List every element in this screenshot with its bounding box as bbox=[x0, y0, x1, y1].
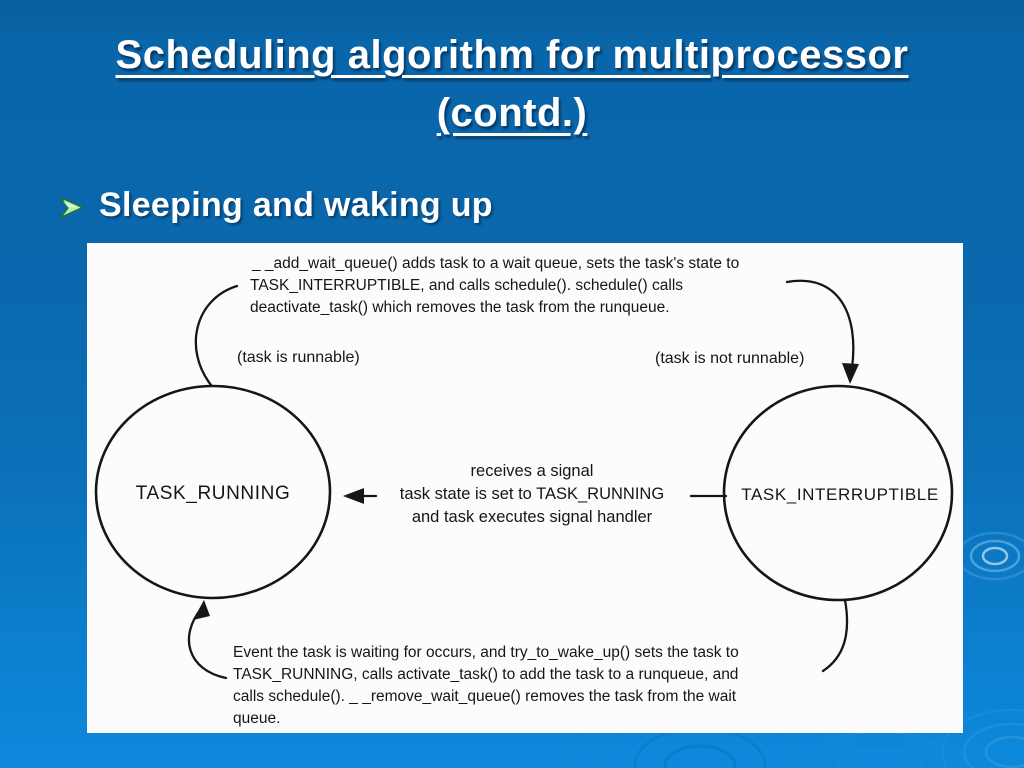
note-line: TASK_INTERRUPTIBLE, and calls schedule()… bbox=[250, 277, 683, 294]
bullet-text: Sleeping and waking up bbox=[99, 186, 493, 224]
runnable-condition-label: (task is runnable) bbox=[237, 349, 360, 366]
task-running-label: TASK_RUNNING bbox=[136, 483, 291, 504]
slide-title: Scheduling algorithm for multiprocessor … bbox=[0, 26, 1024, 142]
arrowhead-up-icon bbox=[193, 600, 210, 620]
state-diagram-figure: _ _add_wait_queue() adds task to a wait … bbox=[87, 243, 963, 733]
arrowhead-down-icon bbox=[842, 363, 859, 384]
edge-interruptible-to-wakenote bbox=[821, 598, 849, 673]
edge-running-to-note bbox=[194, 284, 239, 387]
note-line: TASK_RUNNING, calls activate_task() to a… bbox=[233, 666, 738, 683]
note-line: _ _add_wait_queue() adds task to a wait … bbox=[251, 255, 739, 272]
task-interruptible-label: TASK_INTERRUPTIBLE bbox=[741, 485, 939, 504]
wakeup-transition-note: Event the task is waiting for occurs, an… bbox=[233, 644, 739, 727]
signal-transition-note: receives a signal task state is set to T… bbox=[400, 462, 664, 526]
state-diagram-svg: _ _add_wait_queue() adds task to a wait … bbox=[94, 255, 954, 727]
title-line-2: (contd.) bbox=[436, 91, 588, 135]
note-line: receives a signal bbox=[471, 462, 594, 480]
state-circle-task-interruptible bbox=[722, 384, 954, 602]
arrowhead-left-icon bbox=[343, 488, 364, 504]
note-line: task state is set to TASK_RUNNING bbox=[400, 485, 664, 503]
state-circle-task-running bbox=[94, 384, 332, 600]
arrow-bullet-icon bbox=[59, 196, 84, 219]
note-line: and task executes signal handler bbox=[412, 508, 653, 526]
note-line: queue. bbox=[233, 710, 280, 727]
note-line: calls schedule(). _ _remove_wait_queue()… bbox=[233, 688, 737, 705]
ripple-icon bbox=[956, 531, 1024, 581]
bullet-item: Sleeping and waking up bbox=[58, 186, 493, 225]
title-line-1: Scheduling algorithm for multiprocessor bbox=[115, 33, 909, 77]
ripple-icon bbox=[804, 729, 956, 768]
not-runnable-condition-label: (task is not runnable) bbox=[655, 350, 804, 367]
sleep-transition-note: _ _add_wait_queue() adds task to a wait … bbox=[250, 255, 739, 316]
edge-note-to-interruptible bbox=[785, 279, 855, 370]
note-line: deactivate_task() which removes the task… bbox=[250, 299, 670, 316]
note-line: Event the task is waiting for occurs, an… bbox=[233, 644, 739, 661]
